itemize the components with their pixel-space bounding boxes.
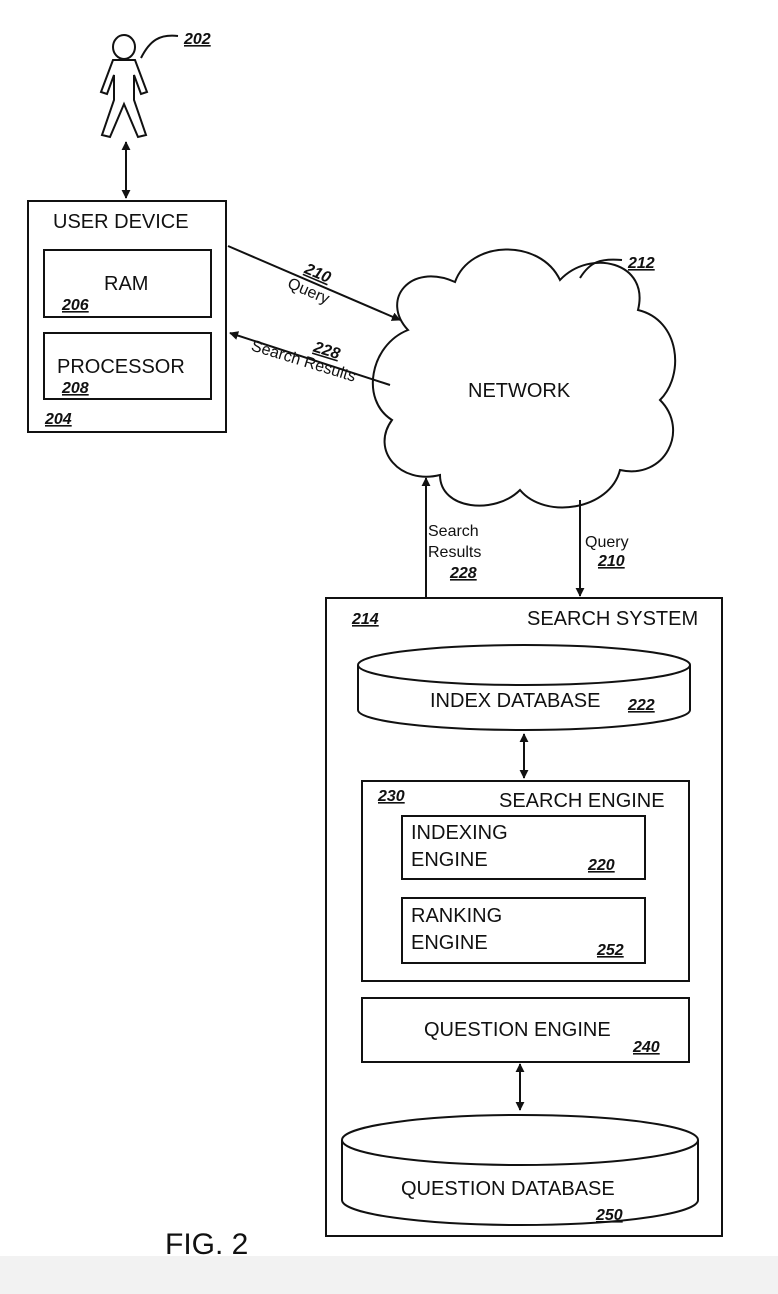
search-system-title: SEARCH SYSTEM — [527, 608, 698, 630]
query-label-lower: Query — [585, 534, 629, 551]
question-engine-ref: 240 — [632, 1039, 660, 1056]
question-engine-box — [361, 997, 690, 1063]
question-database-ref: 250 — [595, 1207, 623, 1224]
indexing-engine-box — [401, 815, 646, 880]
search-engine-title: SEARCH ENGINE — [499, 790, 665, 812]
network-ref-leader — [579, 258, 623, 279]
results-ref-lower: 228 — [449, 565, 477, 582]
ram-ref: 206 — [61, 297, 89, 314]
user-device-title: USER DEVICE — [53, 211, 189, 233]
query-arrow-to-network — [227, 245, 401, 321]
question-database-label: QUESTION DATABASE — [401, 1178, 615, 1200]
network-label: NETWORK — [468, 380, 571, 402]
search-engine-ref: 230 — [377, 788, 405, 805]
ranking-engine-line2: ENGINE — [411, 932, 488, 954]
query-ref-lower: 210 — [597, 553, 625, 570]
ram-box — [43, 249, 212, 318]
processor-label: PROCESSOR — [57, 356, 185, 378]
results-arrow-to-device — [229, 331, 391, 386]
user-device-ref: 204 — [44, 411, 72, 428]
ram-label: RAM — [104, 273, 148, 295]
person-ref-leader — [140, 34, 179, 59]
index-database-ref: 222 — [627, 697, 655, 714]
question-database-cylinder — [341, 1114, 699, 1226]
ranking-engine-box — [401, 897, 646, 964]
figure-label: FIG. 2 — [165, 1228, 248, 1261]
index-database-cylinder — [357, 644, 691, 731]
network-cloud — [371, 248, 677, 509]
search-system-ref: 214 — [351, 611, 379, 628]
ranking-engine-ref: 252 — [596, 942, 624, 959]
index-database-label: INDEX DATABASE — [430, 690, 600, 712]
indexing-engine-line1: INDEXING — [411, 822, 508, 844]
processor-box — [43, 332, 212, 400]
indexing-engine-line2: ENGINE — [411, 849, 488, 871]
results-line2-lower: Results — [428, 544, 481, 561]
user-person-icon — [99, 34, 149, 139]
ranking-engine-line1: RANKING — [411, 905, 502, 927]
bottom-band — [0, 1256, 778, 1294]
question-engine-label: QUESTION ENGINE — [424, 1019, 611, 1041]
person-ref: 202 — [183, 31, 211, 48]
processor-ref: 208 — [61, 380, 89, 397]
results-line1-lower: Search — [428, 523, 479, 540]
indexing-engine-ref: 220 — [587, 857, 615, 874]
network-ref: 212 — [627, 255, 655, 272]
results-label-upper: Search Results — [249, 338, 358, 386]
